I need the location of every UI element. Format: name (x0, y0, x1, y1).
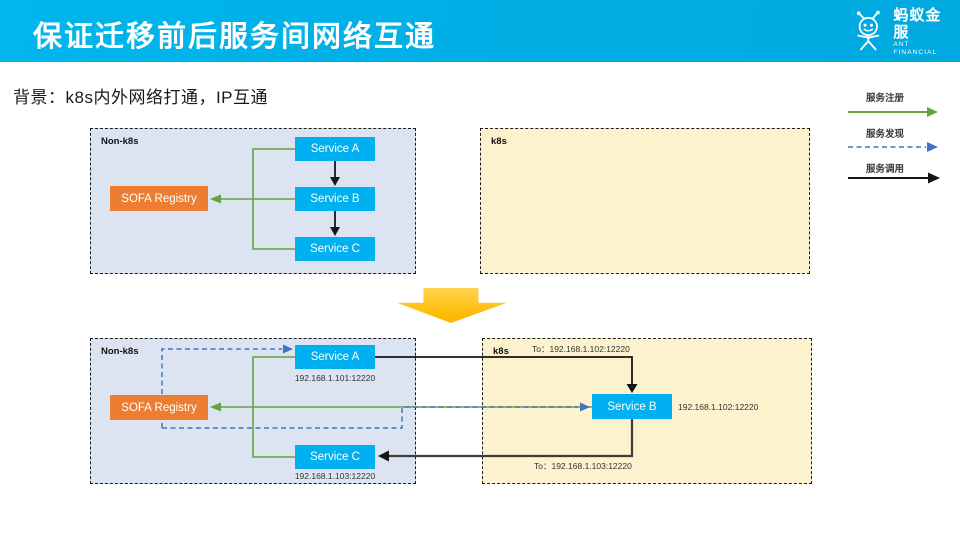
before-k8s-label: k8s (491, 136, 507, 147)
brand-subname: ANT FINANCIAL (893, 41, 938, 56)
after-service-c-node: Service C (295, 445, 375, 469)
after-to-service-b-label: To：192.168.1.102:12220 (532, 344, 630, 354)
legend-register-arrow (848, 107, 938, 117)
before-service-b-node: Service B (295, 187, 375, 211)
transition-down-arrow-icon (397, 288, 507, 323)
after-service-c-ip: 192.168.1.103:12220 (294, 471, 376, 481)
legend-discover-label: 服务发现 (866, 129, 905, 140)
legend-discover-arrow (848, 142, 938, 152)
slide-subtitle: 背景：k8s内外网络打通，IP互通 (13, 88, 269, 107)
page-title: 保证迁移前后服务间网络互通 (33, 21, 437, 53)
after-service-b-node: Service B (592, 394, 672, 419)
before-k8s-region: k8s (480, 128, 810, 274)
after-k8s-label: k8s (493, 346, 509, 357)
after-nonk8s-label: Non-k8s (101, 346, 139, 357)
after-service-a-ip: 192.168.1.101:12220 (294, 373, 376, 383)
before-nonk8s-label: Non-k8s (101, 136, 139, 147)
after-service-a-node: Service A (295, 345, 375, 369)
before-service-a-node: Service A (295, 137, 375, 161)
legend-invoke-label: 服务调用 (866, 164, 905, 175)
slide-header-bar (0, 0, 960, 62)
after-sofa-registry-node: SOFA Registry (110, 395, 208, 420)
before-service-c-node: Service C (295, 237, 375, 261)
brand-name: 蚂蚁金服 (893, 7, 942, 41)
before-sofa-registry-node: SOFA Registry (110, 186, 208, 211)
ant-logo-icon (856, 10, 880, 51)
legend-register-label: 服务注册 (866, 93, 905, 104)
after-service-b-ip: 192.168.1.102:12220 (678, 402, 759, 412)
after-to-service-c-label: To：192.168.1.103:12220 (534, 461, 632, 471)
brand-logo: 蚂蚁金服 ANT FINANCIAL (850, 7, 952, 56)
